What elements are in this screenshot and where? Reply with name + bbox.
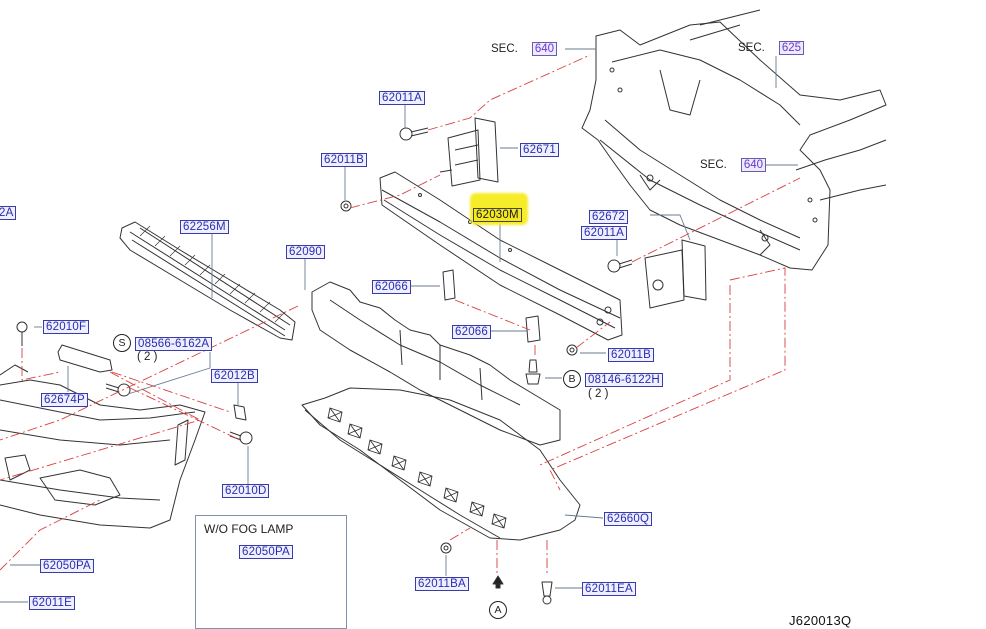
section-prefix: SEC. [491, 43, 518, 55]
section-ref-640-right: SEC. 640 [700, 158, 767, 172]
part-label-62011A-right[interactable]: 62011A [581, 226, 627, 240]
part-label-62660Q[interactable]: 62660Q [604, 512, 653, 526]
section-number-link[interactable]: 640 [740, 158, 767, 172]
part-label-cut-off[interactable]: 2A [0, 206, 17, 220]
quantity-08566-6162A: ( 2 ) [137, 351, 158, 363]
part-label-62011EA[interactable]: 62011EA [582, 582, 636, 596]
part-label-62674P[interactable]: 62674P [41, 393, 88, 407]
part-label-08566-6162A[interactable]: 08566-6162A [135, 337, 213, 351]
part-label-62256M[interactable]: 62256M [180, 220, 229, 234]
part-label-62050PA[interactable]: 62050PA [40, 559, 94, 573]
lower-grille-62256M [119, 221, 296, 341]
diagram-id: J620013Q [789, 613, 852, 628]
part-label-62010D[interactable]: 62010D [222, 484, 270, 498]
section-prefix: SEC. [700, 159, 727, 171]
marker-s: S [113, 334, 131, 352]
phantom-lines [0, 54, 801, 576]
part-label-62012B[interactable]: 62012B [211, 369, 258, 383]
part-label-62030M[interactable]: 62030M [473, 208, 522, 222]
part-label-08146-6122H[interactable]: 08146-6122H [585, 373, 663, 387]
part-label-62090[interactable]: 62090 [286, 245, 325, 259]
section-ref-625: SEC. 625 [738, 41, 805, 55]
section-ref-640-top: SEC. 640 [491, 42, 558, 56]
inset-part-label-62050PA[interactable]: 62050PA [239, 545, 293, 559]
radiator-core-support [581, 9, 887, 271]
stay-62066-b [525, 315, 541, 343]
section-prefix: SEC. [738, 42, 765, 54]
bracket-62671 [439, 117, 499, 187]
section-number-link[interactable]: 640 [531, 42, 558, 56]
section-number-link[interactable]: 625 [778, 41, 805, 55]
marker-b: B [563, 370, 581, 388]
part-label-62066-upper[interactable]: 62066 [372, 280, 411, 294]
part-label-62011E[interactable]: 62011E [29, 596, 75, 610]
view-marker-a: A [489, 601, 507, 619]
fasteners [16, 127, 633, 605]
inset-without-fog-lamp: W/O FOG LAMP 62050PA [195, 515, 347, 629]
bracket-62674P [57, 344, 113, 373]
part-label-62671[interactable]: 62671 [520, 143, 559, 157]
leader-lines [0, 48, 798, 603]
energy-absorber-62090 [311, 281, 561, 446]
part-label-62011B-right[interactable]: 62011B [608, 348, 654, 362]
bumper-fascia [0, 364, 206, 529]
inset-title: W/O FOG LAMP [204, 522, 294, 536]
bracket-62672 [644, 239, 707, 309]
part-label-62011BA[interactable]: 62011BA [415, 577, 469, 591]
part-label-62010F[interactable]: 62010F [43, 320, 90, 334]
part-label-62011B-top[interactable]: 62011B [321, 153, 367, 167]
part-label-62672[interactable]: 62672 [589, 210, 628, 224]
quantity-08146-6122H: ( 2 ) [588, 388, 609, 400]
stay-62066-a [442, 269, 456, 301]
part-label-62011A-top[interactable]: 62011A [379, 91, 425, 105]
undercover-62660Q [301, 387, 581, 541]
part-label-62066-lower[interactable]: 62066 [452, 325, 491, 339]
